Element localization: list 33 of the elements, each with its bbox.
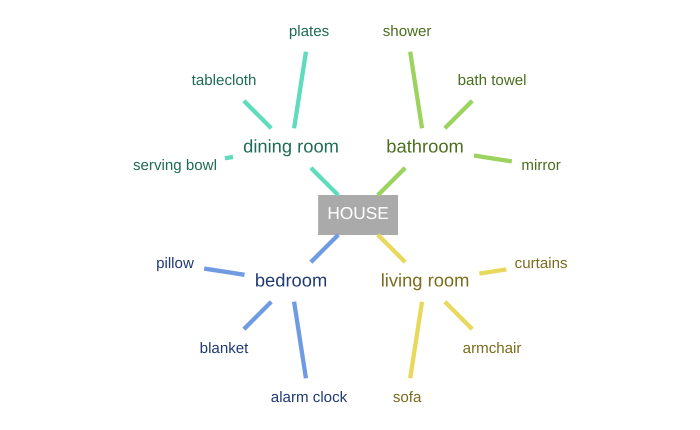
node-text: serving bowl: [132, 156, 216, 174]
connector: [291, 51, 308, 129]
node-text: curtains: [514, 255, 568, 272]
connector: [242, 300, 272, 331]
node-text: bedroom: [254, 269, 327, 290]
node-text: blanket: [199, 340, 248, 358]
node-text: dining room: [242, 135, 338, 156]
connector: [376, 233, 406, 264]
node-text: sofa: [392, 389, 421, 406]
connector: [442, 300, 474, 331]
connector: [376, 166, 406, 197]
node-text: tablecloth: [191, 72, 256, 89]
connector: [442, 99, 474, 130]
node-text: alarm clock: [270, 389, 347, 406]
connector: [291, 301, 308, 379]
connector: [408, 51, 424, 129]
connector: [203, 266, 244, 277]
node-text: living room: [380, 269, 469, 290]
connector: [224, 154, 233, 160]
node-box: HOUSE: [318, 195, 398, 235]
connector: [308, 166, 340, 197]
connector: [308, 233, 340, 264]
node-text: bathroom: [386, 135, 464, 156]
node-text: armchair: [462, 340, 521, 358]
node-text: bath towel: [457, 72, 526, 89]
connector: [478, 267, 506, 276]
node-text: pillow: [156, 255, 194, 272]
connector: [242, 99, 272, 130]
node-text: mirror: [520, 156, 560, 174]
node-text: plates: [288, 22, 329, 40]
connector: [408, 301, 424, 379]
node-text: shower: [382, 22, 431, 40]
connector: [473, 153, 512, 164]
